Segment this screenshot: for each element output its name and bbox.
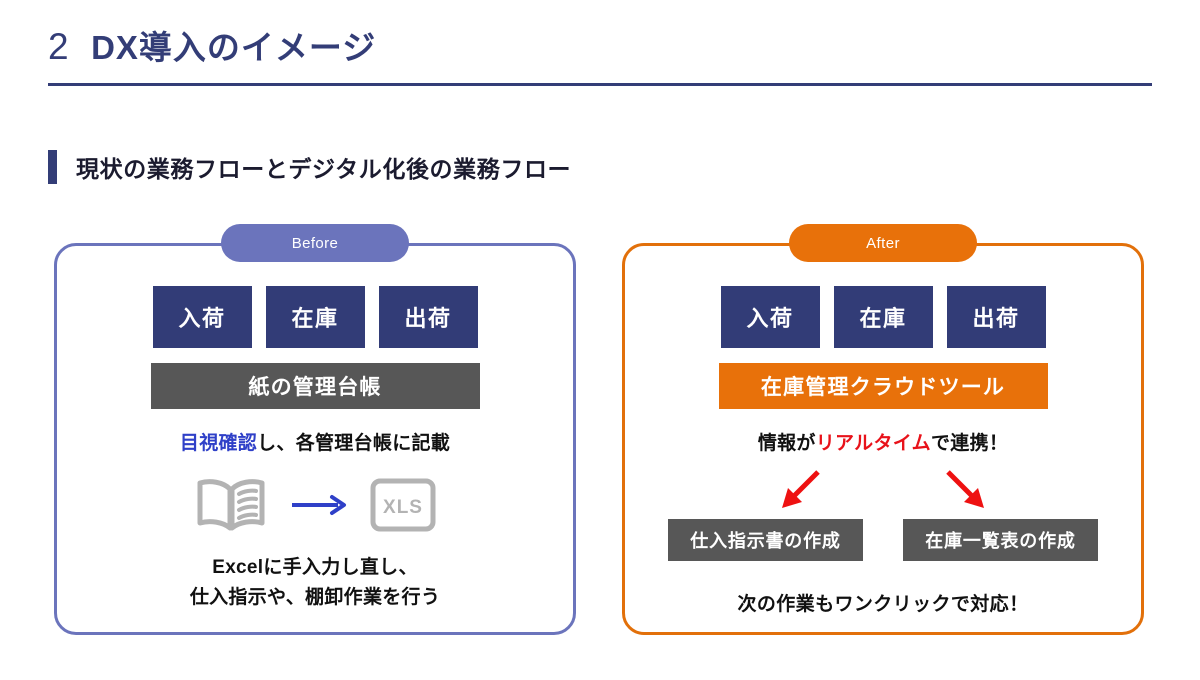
after-stage-box: 出荷 <box>946 286 1046 348</box>
after-system-bar: 在庫管理クラウドツール <box>718 363 1048 409</box>
after-bottom-caption: 次の作業もワンクリックで対応！ <box>737 593 1029 615</box>
title-text: DX導入のイメージ <box>91 29 377 66</box>
page-title: 2 DX導入のイメージ <box>48 28 1152 65</box>
arrow-down-left-icon <box>774 468 822 517</box>
before-caption: 目視確認し、各管理台帳に記載 <box>180 430 450 458</box>
after-output-row: 仕入指示書の作成 在庫一覧表の作成 <box>625 518 1141 561</box>
after-arrow-row <box>625 468 1141 517</box>
after-caption-prefix: 情報が <box>757 433 816 454</box>
before-stage-label: 在庫 <box>291 306 339 331</box>
before-bottom-caption: Excelに手入力し直し、 仕入指示や、棚卸作業を行う <box>190 553 440 614</box>
before-panel-content: 入荷 在庫 出荷 紙の管理台帳 目視確認し、各管理台帳に記載 <box>57 246 573 632</box>
before-stage-row: 入荷 在庫 出荷 <box>152 286 478 348</box>
before-system-bar: 紙の管理台帳 <box>150 363 480 409</box>
after-caption-highlight: リアルタイム <box>815 433 931 454</box>
after-output-label: 仕入指示書の作成 <box>690 530 841 551</box>
after-stage-label: 出荷 <box>972 306 1020 331</box>
after-badge-label: After <box>866 234 900 252</box>
after-stage-label: 在庫 <box>859 306 907 331</box>
section-title: 現状の業務フローとデジタル化後の業務フロー <box>76 156 572 182</box>
before-stage-label: 出荷 <box>404 306 452 331</box>
after-stage-box: 在庫 <box>833 286 933 348</box>
after-system-bar-label: 在庫管理クラウドツール <box>760 376 1006 399</box>
after-stage-row: 入荷 在庫 出荷 <box>720 286 1046 348</box>
before-stage-box: 在庫 <box>265 286 365 348</box>
svg-text:XLS: XLS <box>383 497 423 518</box>
before-stage-label: 入荷 <box>178 306 226 331</box>
before-stage-box: 出荷 <box>378 286 478 348</box>
section-heading: 現状の業務フローとデジタル化後の業務フロー <box>48 150 571 184</box>
before-badge: Before <box>221 224 409 262</box>
after-panel: After 入荷 在庫 出荷 在庫管理クラウドツール 情報がリアルタイムで連携！ <box>622 224 1144 635</box>
before-bottom-line2: 仕入指示や、棚卸作業を行う <box>189 586 441 608</box>
after-caption: 情報がリアルタイムで連携！ <box>758 430 1008 458</box>
xls-file-icon: XLS <box>370 478 436 532</box>
before-stage-box: 入荷 <box>152 286 252 348</box>
arrow-down-right-icon <box>944 468 992 517</box>
before-caption-highlight: 目視確認 <box>179 433 258 454</box>
after-caption-suffix: で連携！ <box>930 433 1009 454</box>
section-accent-bar <box>48 150 57 184</box>
before-system-bar-label: 紙の管理台帳 <box>248 376 382 399</box>
title-divider <box>48 83 1152 86</box>
book-icon <box>194 477 268 533</box>
after-panel-content: 入荷 在庫 出荷 在庫管理クラウドツール 情報がリアルタイムで連携！ <box>625 246 1141 632</box>
after-output-box: 在庫一覧表の作成 <box>903 518 1098 561</box>
slide-header: 2 DX導入のイメージ <box>48 28 1152 86</box>
before-icon-row: XLS <box>194 477 436 533</box>
before-caption-rest: し、各管理台帳に記載 <box>257 433 451 454</box>
after-stage-label: 入荷 <box>746 306 794 331</box>
before-panel: Before 入荷 在庫 出荷 紙の管理台帳 目視確認し、各管理台帳に記載 <box>54 224 576 635</box>
right-arrow-icon <box>290 493 348 517</box>
after-output-label: 在庫一覧表の作成 <box>925 530 1076 551</box>
after-output-box: 仕入指示書の作成 <box>668 518 863 561</box>
before-badge-label: Before <box>291 234 339 252</box>
after-stage-box: 入荷 <box>720 286 820 348</box>
after-badge: After <box>789 224 977 262</box>
before-bottom-line1: Excelに手入力し直し、 <box>212 556 418 578</box>
title-number: 2 <box>48 26 70 67</box>
